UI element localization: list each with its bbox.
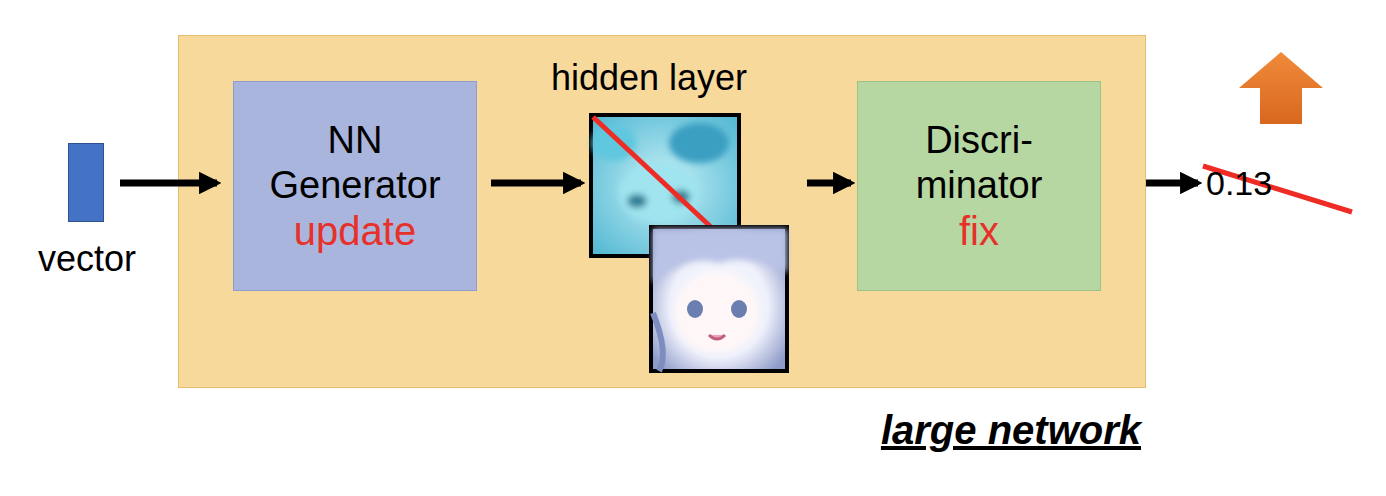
increase-arrow (1239, 52, 1323, 124)
state-label: fix (959, 208, 999, 254)
input-vector: vector (68, 143, 104, 222)
region-caption: large network (739, 408, 1141, 453)
generator-title: NN Generator (260, 118, 450, 208)
input-label: vector (7, 238, 167, 280)
layer-heading: hidden layer (519, 57, 779, 99)
hidden-layer: hidden layer (589, 113, 789, 373)
generated-images (589, 113, 789, 373)
generator-box: NN Generatorupdate (233, 81, 477, 291)
flow-arrow (120, 180, 217, 187)
discriminator-title: Discri- minator (884, 118, 1074, 208)
flow-arrow (807, 180, 851, 187)
state-label: update (294, 208, 416, 254)
network-region: large networkNN Generatorupdatehidden la… (178, 35, 1146, 388)
discriminator-box: Discri- minatorfix (857, 81, 1101, 291)
score-value: 0.13 (1206, 164, 1272, 203)
flow-arrow (491, 180, 581, 187)
